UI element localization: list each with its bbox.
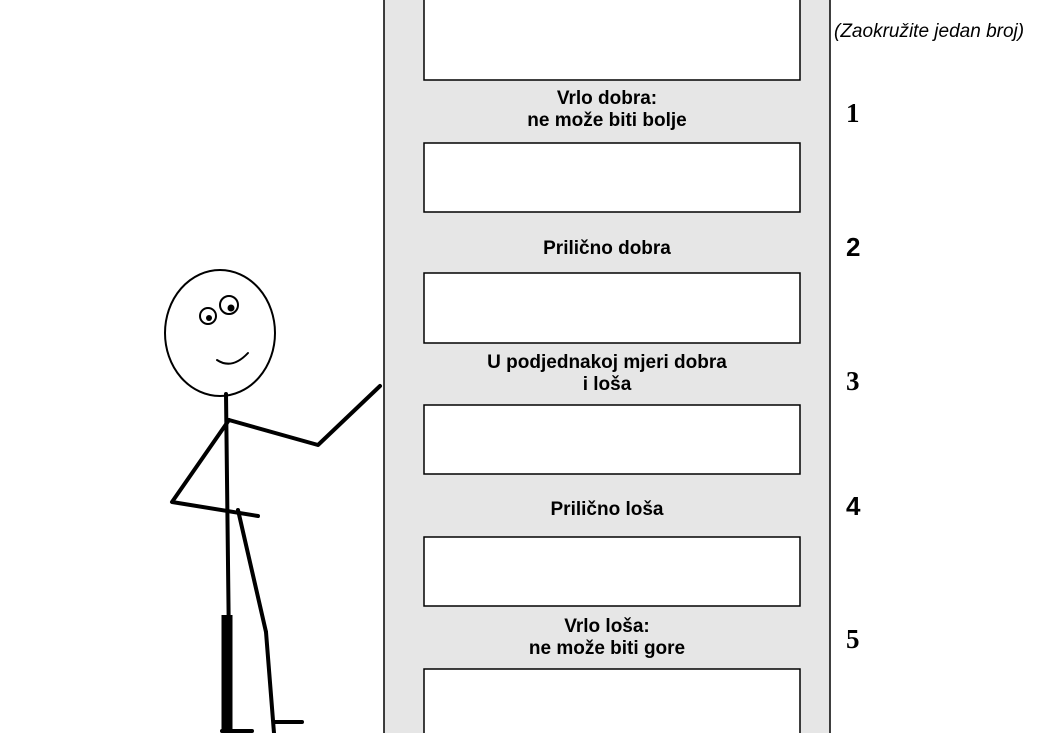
rung-2-label: Prilično dobra: [384, 238, 830, 260]
rung-4-label: Prilično loša: [384, 499, 830, 521]
rung-4-label-line1: Prilično loša: [550, 499, 664, 520]
rung-2-number[interactable]: 2: [846, 232, 861, 262]
ladder-window: [423, 404, 801, 475]
rung-3-label: U podjednakoj mjeri dobra i loša: [384, 352, 830, 396]
rung-1-label-line1: Vrlo dobra:: [556, 88, 658, 109]
ladder-window: [423, 0, 801, 81]
rung-1-label-line2: ne može biti bolje: [527, 110, 687, 131]
ladder-window: [423, 668, 801, 733]
rung-5-number[interactable]: 5: [846, 624, 860, 654]
rung-1-label: Vrlo dobra: ne može biti bolje: [384, 88, 830, 132]
rung-3-label-line2: i loša: [582, 374, 632, 395]
rung-5-label: Vrlo loša: ne može biti gore: [384, 616, 830, 660]
rung-4-number[interactable]: 4: [846, 491, 861, 521]
rung-3-label-line1: U podjednakoj mjeri dobra: [487, 352, 727, 373]
rung-5-label-line1: Vrlo loša:: [564, 616, 650, 637]
ladder-window: [423, 142, 801, 213]
rung-2-label-line1: Prilično dobra: [543, 238, 671, 259]
ladder-body: [384, 0, 830, 733]
rung-3-number[interactable]: 3: [846, 366, 860, 396]
ladder-window: [423, 536, 801, 607]
instruction-text: (Zaokružite jedan broj): [834, 21, 1025, 42]
ladder-window: [423, 272, 801, 344]
rung-1-number[interactable]: 1: [846, 98, 860, 128]
rung-5-label-line2: ne može biti gore: [528, 638, 686, 659]
